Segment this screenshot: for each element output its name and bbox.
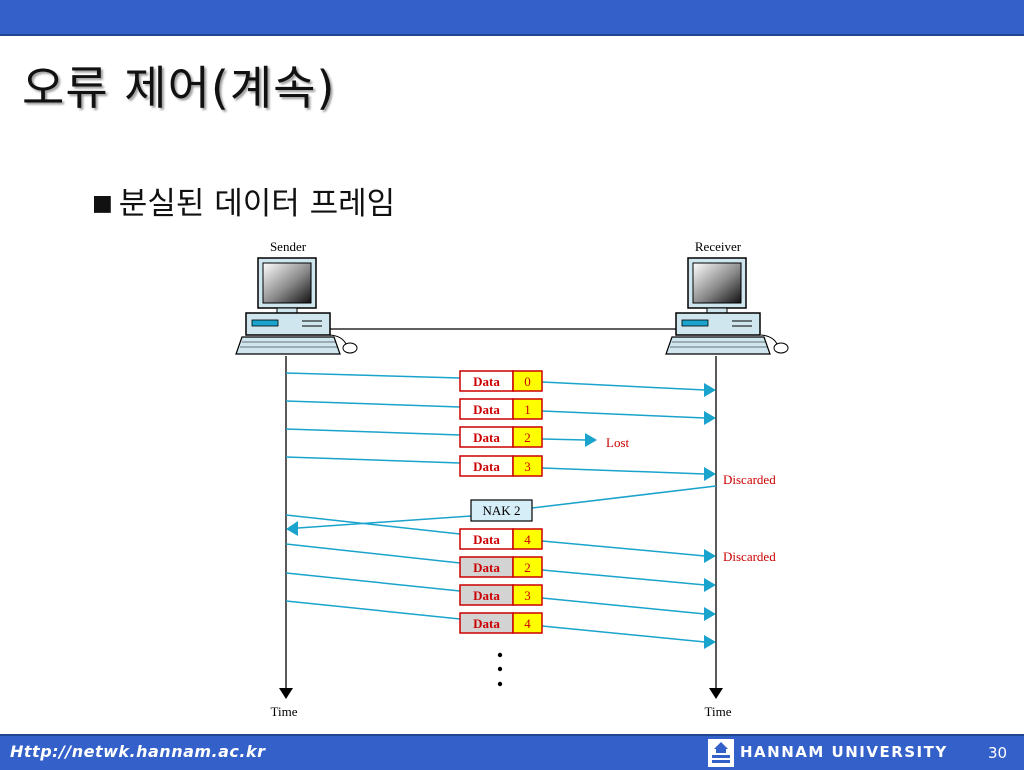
sender-time-arrowhead [279,688,293,699]
receiver-computer-icon [665,257,789,355]
lost-label: Lost [606,435,630,450]
bullet-item: ■분실된 데이터 프레임 [92,178,395,223]
frame-1-arrowhead [704,411,716,425]
receiver-time-label: Time [705,704,732,719]
data-frame-2: Data 2 [459,426,543,448]
frame-3-seq: 3 [524,459,531,474]
page-number: 30 [988,744,1008,762]
frame-0-arrow-out [541,381,706,391]
frame-0-word: Data [473,374,500,389]
resend-4-word: Data [473,616,500,631]
frame-0-seq: 0 [524,374,531,389]
frame-2-arrowhead [585,433,597,447]
sender-label: Sender [270,239,307,254]
bullet-text: 분실된 데이터 프레임 [118,186,396,222]
frame-4-word: Data [473,532,500,547]
receiver-label: Receiver [695,239,742,254]
resend-2-arrowhead [704,578,716,592]
slide-title: 오류 제어(계속) [22,61,336,115]
sender-time-label: Time [271,704,298,719]
resend-3-arrowhead [704,607,716,621]
frame-1-arrow-in [285,400,461,408]
hannam-logo-icon [708,739,734,767]
university-name: HANNAM UNIVERSITY [740,743,948,761]
frame-4-arrowhead [704,549,716,563]
resend-4-arrowhead [704,635,716,649]
resend-2-word: Data [473,560,500,575]
frame-0-arrowhead [704,383,716,397]
resend-2-arrow-out [541,569,706,586]
frame-2-arrow-out [541,438,587,441]
resend-frame-4: Data 4 [459,612,543,634]
nak-arrow-in [531,485,717,509]
frame-3-arrow-out [541,467,706,475]
nak-label: NAK 2 [483,503,521,518]
frame-1-word: Data [473,402,500,417]
frame-2-seq: 2 [524,430,531,445]
frame-3-arrow-in [285,456,461,464]
resend-frame-3: Data 3 [459,584,543,606]
resend-3-arrow-out [541,597,706,615]
frame-2-arrow-in [285,428,461,436]
frame-1-seq: 1 [524,402,531,417]
frame-4-seq: 4 [524,532,531,547]
frame-4-arrow-in [285,514,461,535]
receiver-time-arrowhead [709,688,723,699]
footer-url: Http://netwk.hannam.ac.kr [10,742,266,761]
frame-0-arrow-in [285,372,461,379]
discarded-label-2: Discarded [723,549,776,564]
frame-3-arrowhead [704,467,716,481]
frame-4-arrow-out [541,540,706,557]
data-frame-4: Data 4 [459,528,543,550]
bullet-square-icon: ■ [92,191,113,216]
sender-computer-icon [235,257,358,355]
nak-arrowhead [286,521,298,536]
frame-2-word: Data [473,430,500,445]
resend-2-arrow-in [285,543,461,564]
resend-4-arrow-in [285,600,461,620]
resend-3-arrow-in [285,572,461,592]
top-banner [0,0,1024,36]
resend-4-seq: 4 [524,616,531,631]
nak-arrow-out [297,515,472,529]
data-frame-0: Data 0 [459,370,543,392]
resend-2-seq: 2 [524,560,531,575]
resend-4-arrow-out [541,625,706,643]
resend-3-seq: 3 [524,588,531,603]
data-frame-3: Data 3 [459,455,543,477]
frame-3-word: Data [473,459,500,474]
continuation-dots [497,652,503,687]
frame-1-arrow-out [541,410,706,419]
data-frame-1: Data 1 [459,398,543,420]
resend-3-word: Data [473,588,500,603]
nak-frame: NAK 2 [470,499,533,522]
footer-bar: Http://netwk.hannam.ac.kr HANNAM UNIVERS… [0,734,1024,770]
resend-frame-2: Data 2 [459,556,543,578]
discarded-label-1: Discarded [723,472,776,487]
